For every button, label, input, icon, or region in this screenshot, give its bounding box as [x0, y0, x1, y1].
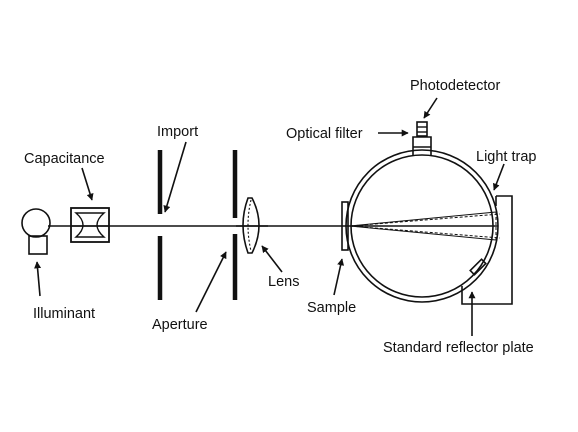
photodetector-label: Photodetector [410, 78, 500, 94]
illuminant-lamp [21, 208, 51, 255]
sample-label: Sample [307, 300, 356, 316]
light-trap [461, 195, 513, 305]
reflected-beam-fan [349, 211, 501, 241]
photodetector-port [412, 121, 432, 156]
lens-label: Lens [268, 274, 299, 290]
capacitance-condenser [70, 207, 110, 243]
aperture-label: Aperture [152, 317, 208, 333]
optical-filter-label: Optical filter [286, 126, 363, 142]
lens [236, 197, 268, 254]
sample-plate [341, 201, 349, 251]
capacitance-label: Capacitance [24, 151, 105, 167]
light-trap-label: Light trap [476, 149, 536, 165]
illuminant-label: Illuminant [33, 306, 95, 322]
standard-reflector-plate-label: Standard reflector plate [383, 340, 534, 356]
import-label: Import [157, 124, 198, 140]
leader-arrows [34, 97, 505, 336]
standard-reflector-plate [469, 258, 487, 276]
